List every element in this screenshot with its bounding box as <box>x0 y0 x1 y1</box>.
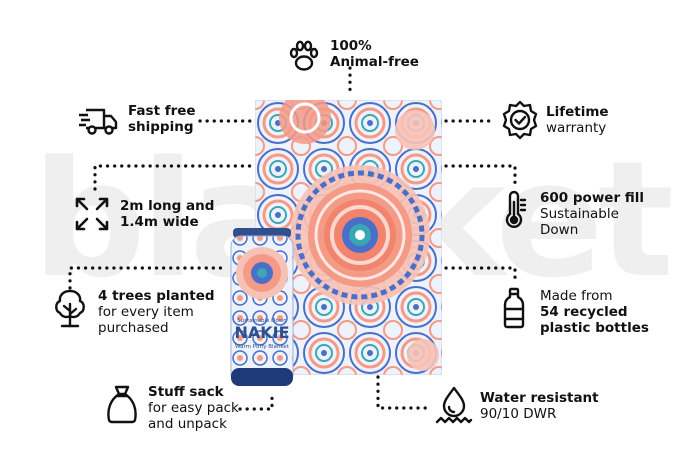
feature-trees: 4 trees planted for every item purchased <box>48 286 215 336</box>
connector-stuff-sack <box>238 390 274 411</box>
trees-line1: 4 trees planted <box>98 288 215 304</box>
size-line2: 1.4m wide <box>120 214 199 230</box>
blanket-image <box>255 100 442 375</box>
truck-icon <box>76 98 120 142</box>
recycled-line1: Made from <box>540 288 613 304</box>
tree-icon <box>48 286 92 330</box>
recycled-line3: plastic bottles <box>540 320 649 336</box>
badge-check-icon <box>498 98 542 142</box>
feature-water: Water resistant 90/10 DWR <box>432 384 599 428</box>
feature-animal-free: 100% Animal-free <box>282 34 419 78</box>
bottle-icon <box>492 286 536 330</box>
size-line1: 2m long and <box>120 198 215 214</box>
blanket-mandala <box>290 165 430 305</box>
warranty-line2: warranty <box>546 120 607 136</box>
can-body: Sustainable Down NAKIE Warm Puffy Blanke… <box>230 228 294 386</box>
connector-trees <box>68 266 228 290</box>
connector-size <box>93 164 254 191</box>
stuff-sack-line2: for easy pack <box>148 400 239 416</box>
warranty-line1: Lifetime <box>546 104 609 120</box>
feature-size: 2m long and 1.4m wide <box>70 192 214 236</box>
water-drop-icon <box>432 384 476 428</box>
animal-free-line2: Animal-free <box>330 54 419 70</box>
trees-line3: purchased <box>98 320 169 336</box>
feature-recycled: Made from 54 recycled plastic bottles <box>492 286 649 336</box>
thermometer-icon <box>492 188 536 232</box>
shipping-line2: shipping <box>128 119 194 135</box>
stuff-sack-line3: and unpack <box>148 416 227 432</box>
connector-water <box>376 375 432 410</box>
power-fill-line2: Sustainable <box>540 206 619 222</box>
water-line2: 90/10 DWR <box>480 406 557 422</box>
paw-icon <box>282 34 326 78</box>
connector-recycled <box>444 266 517 286</box>
feature-shipping: Fast free shipping <box>76 98 196 142</box>
sack-icon <box>100 382 144 426</box>
shipping-line1: Fast free <box>128 103 196 119</box>
connector-power-fill <box>444 164 517 191</box>
trees-line2: for every item <box>98 304 194 320</box>
animal-free-line1: 100% <box>330 38 372 54</box>
feature-stuff-sack: Stuff sack for easy pack and unpack <box>100 382 239 432</box>
stuff-sack-can: Sustainable Down NAKIE Warm Puffy Blanke… <box>230 228 294 388</box>
can-line3: Warm Puffy Blanket <box>235 344 290 350</box>
power-fill-line1: 600 power fill <box>540 190 645 206</box>
feature-power-fill: 600 power fill Sustainable Down <box>492 188 644 238</box>
water-line1: Water resistant <box>480 390 599 406</box>
power-fill-line3: Down <box>540 222 579 238</box>
can-brand: NAKIE <box>234 323 289 342</box>
stuff-sack-line1: Stuff sack <box>148 384 224 400</box>
feature-warranty: Lifetime warranty <box>498 98 609 142</box>
expand-arrows-icon <box>70 192 114 236</box>
recycled-line2: 54 recycled <box>540 304 628 320</box>
can-line1: Sustainable Down <box>237 318 287 324</box>
